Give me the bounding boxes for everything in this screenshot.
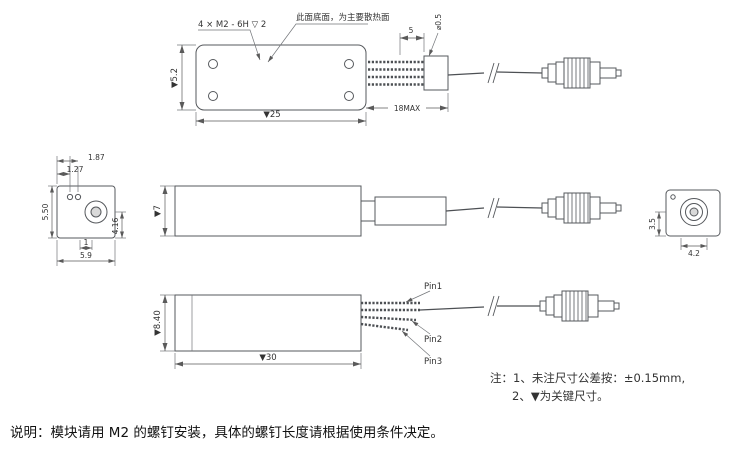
bottom-view-body bbox=[174, 294, 362, 352]
dim-top-height: ▼5.2 bbox=[170, 68, 180, 88]
tolerance-notes: 注：1、未注尺寸公差按：±0.15mm, 2、▼为关键尺寸。 bbox=[490, 371, 685, 403]
dim-conn-width: 4.2 bbox=[688, 249, 700, 258]
note-line2: 2、▼为关键尺寸。 bbox=[512, 389, 609, 403]
note-line1: 注：1、未注尺寸公差按：±0.15mm, bbox=[490, 371, 685, 385]
connector-face-body bbox=[665, 189, 721, 237]
dim-bottom-height: ▼8.40 bbox=[153, 310, 163, 335]
mount-hole bbox=[208, 59, 218, 69]
ferrule-mid bbox=[685, 203, 703, 221]
pin2-label: Pin2 bbox=[424, 335, 442, 345]
heatsink-surface-note: 此面底面，为主要散热面 bbox=[296, 12, 390, 23]
dim-offset: 1 bbox=[84, 238, 89, 247]
dim-side-height: ▼7 bbox=[153, 205, 163, 217]
pin3-label: Pin3 bbox=[424, 357, 442, 367]
lens-core bbox=[90, 206, 102, 218]
neck bbox=[360, 200, 376, 222]
wire-block bbox=[374, 196, 447, 226]
pin1-label: Pin1 bbox=[424, 282, 442, 292]
dim-wire-dia: ⌀0.5 bbox=[434, 14, 443, 31]
front-end-view: 1.87 1.27 5.50 1 5.9 4.16 bbox=[41, 153, 126, 266]
dim-lens-y: 4.16 bbox=[111, 217, 120, 234]
installation-note: 说明：模块请用 M2 的螺钉安装，具体的螺钉长度请根据使用条件决定。 bbox=[10, 424, 444, 441]
mount-hole bbox=[344, 59, 354, 69]
dim-front-height: 5.50 bbox=[41, 203, 50, 220]
top-view-body bbox=[195, 44, 367, 111]
mount-hole bbox=[344, 91, 354, 101]
top-view: 4 × M2 - 6H ▽ 2 此面底面，为主要散热面 ▼5.2 ▼25 5 ⌀… bbox=[170, 12, 622, 126]
lens-aperture bbox=[84, 200, 108, 224]
side-view: ▼7 bbox=[153, 185, 622, 237]
dim-top-length: ▼25 bbox=[263, 110, 280, 120]
ferrule-core bbox=[689, 207, 699, 217]
screw-spec-note: 4 × M2 - 6H ▽ 2 bbox=[198, 20, 266, 30]
pin-hole bbox=[66, 193, 74, 201]
dim-conn-height: 3.5 bbox=[648, 218, 657, 230]
fc-connector-side bbox=[541, 192, 622, 224]
dim-wire-length: 18MAX bbox=[394, 104, 420, 113]
fc-connector-bottom bbox=[539, 290, 620, 322]
connector-end-view: 3.5 4.2 bbox=[648, 189, 721, 258]
bottom-view: Pin1 Pin2 Pin3 ▼8.40 ▼30 bbox=[153, 282, 620, 369]
dim-pin-x2: 1.27 bbox=[67, 165, 84, 174]
dim-bottom-length: ▼30 bbox=[259, 353, 276, 363]
mount-hole bbox=[208, 91, 218, 101]
dim-pin-pitch: 5 bbox=[409, 26, 414, 35]
pin-hole bbox=[74, 193, 82, 201]
wire-block bbox=[423, 55, 449, 91]
dim-pin-x: 1.87 bbox=[88, 153, 105, 162]
key-hole bbox=[670, 194, 676, 200]
dim-front-width: 5.9 bbox=[80, 251, 92, 260]
ferrule-outer bbox=[680, 198, 708, 226]
side-view-body bbox=[174, 185, 362, 237]
front-view-body bbox=[56, 185, 116, 239]
fc-connector-top bbox=[541, 57, 622, 89]
